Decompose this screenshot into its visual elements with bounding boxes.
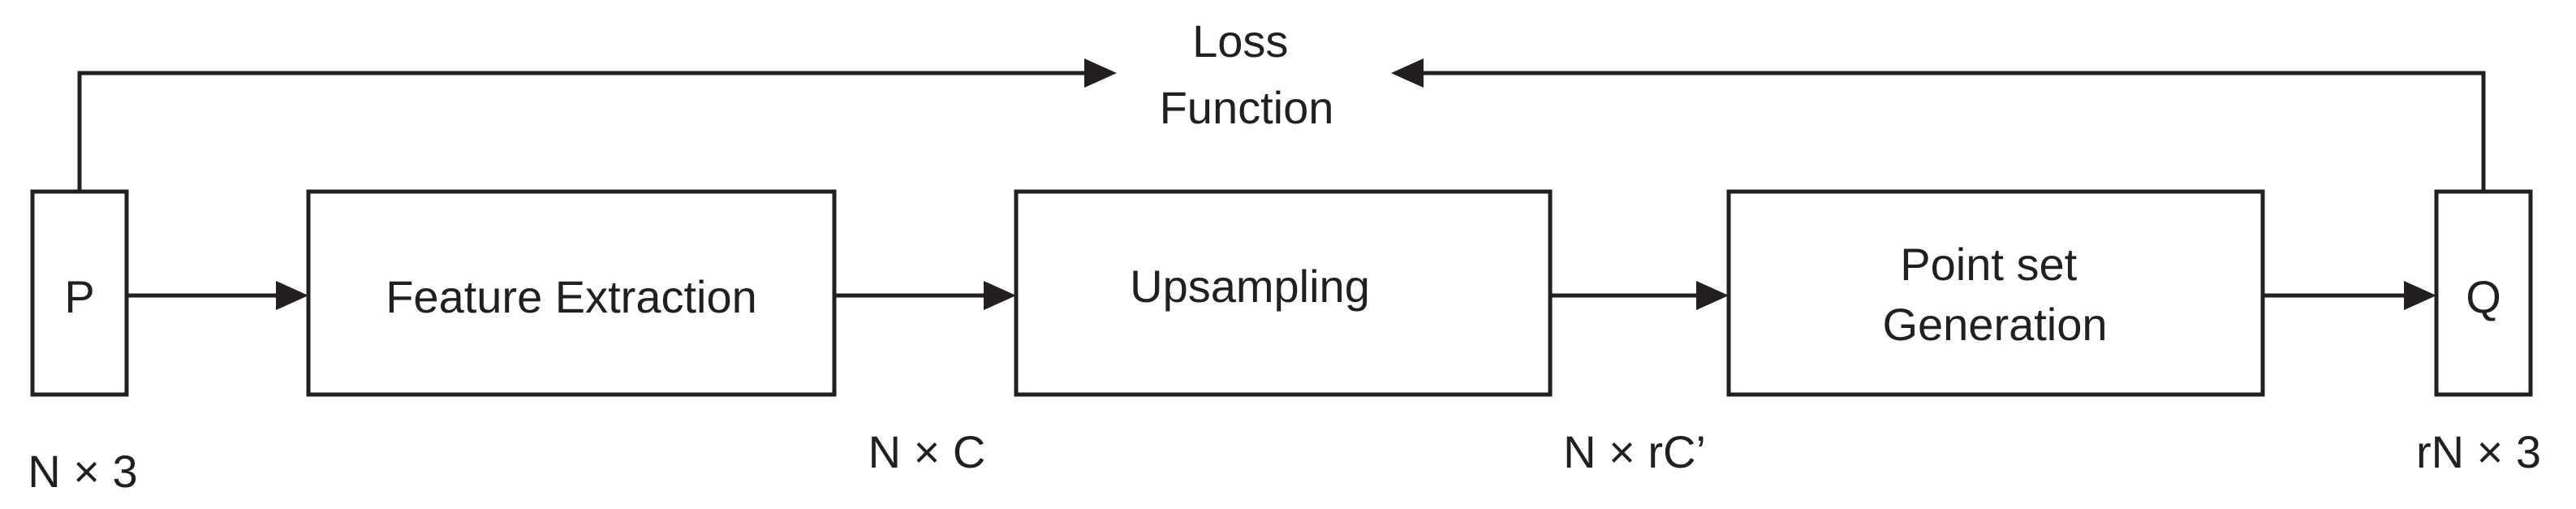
point-set-generation-label: Point set Generation: [1882, 239, 2107, 350]
output-block: Q: [2434, 189, 2533, 397]
loss-connector-from-input: [77, 58, 1117, 192]
arrow-point-set-generation-to-output: [2263, 281, 2436, 310]
point-set-generation-line1: Point set: [1900, 239, 2077, 290]
loss-connector-from-output: [1391, 58, 2486, 192]
dimension-features: N × C: [868, 426, 986, 477]
loss-label-line1: Loss: [1192, 15, 1288, 67]
output-block-label: Q: [2466, 271, 2501, 322]
arrow-feature-extraction-to-upsampling: [834, 281, 1016, 310]
loss-function-label: Loss Function: [1160, 15, 1334, 133]
point-set-generation-line2: Generation: [1882, 299, 2107, 350]
input-block-label: P: [64, 271, 94, 322]
arrowhead-to-loss-right: [1391, 58, 1424, 88]
arrowhead-to-loss-left: [1084, 58, 1117, 88]
upsampling-block: Upsampling: [1014, 189, 1553, 397]
point-set-generation-block: Point set Generation: [1726, 189, 2265, 397]
feature-extraction-block: Feature Extraction: [306, 189, 837, 397]
arrow-upsampling-to-point-set-generation: [1550, 281, 1729, 310]
input-block: P: [30, 189, 129, 397]
dimension-upsampled: N × rC’: [1563, 426, 1706, 477]
feature-extraction-label: Feature Extraction: [386, 271, 757, 322]
dimension-output: rN × 3: [2416, 426, 2541, 477]
upsampling-label: Upsampling: [1130, 261, 1370, 312]
dimension-input: N × 3: [28, 446, 137, 497]
loss-label-line2: Function: [1160, 82, 1334, 133]
arrow-input-to-feature-extraction: [127, 281, 308, 310]
